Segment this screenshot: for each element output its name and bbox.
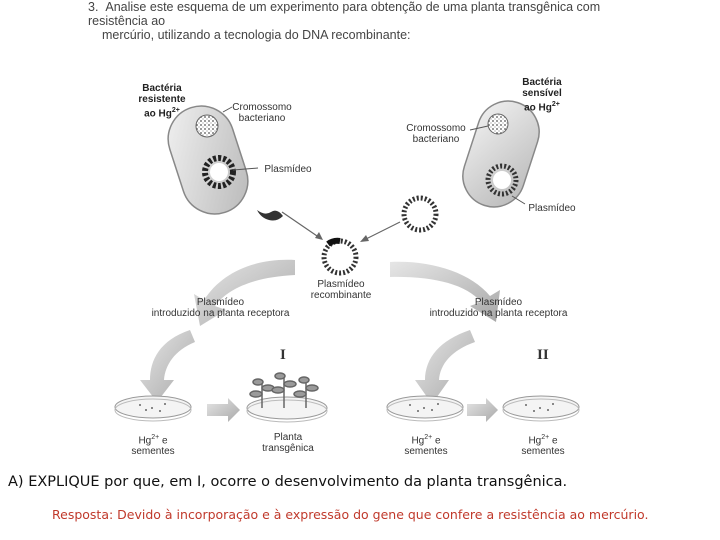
- arrow-to-dish-1: [140, 330, 195, 402]
- petri-dish-1: [114, 395, 192, 422]
- answer-text: Resposta: Devido à incorporação e à expr…: [52, 507, 649, 522]
- question-text: 3. Analise este esquema de um experiment…: [88, 0, 648, 42]
- transgenic-plants: [249, 372, 319, 408]
- petri-dish-2: [246, 396, 328, 423]
- label-dish-3: Hg2+ e sementes: [404, 434, 448, 458]
- item-a-text: EXPLIQUE por que, em I, ocorre o desenvo…: [28, 474, 568, 490]
- label-introduced-right: Plasmídeo introduzido na planta receptor…: [429, 297, 568, 319]
- label-recombinant-plasmid: Plasmídeo recombinante: [310, 279, 372, 301]
- resistant-bacterium: [167, 105, 249, 215]
- label-plasmid-left: Plasmídeo: [264, 164, 312, 175]
- arrow-to-left-plant: [194, 259, 295, 326]
- arrow-to-dish-3: [415, 330, 475, 404]
- label-sensitive-bacterium: Bactéria sensível ao Hg2+: [522, 77, 562, 114]
- roman-numeral-1: I: [280, 347, 286, 363]
- recombinant-plasmid: [321, 237, 359, 276]
- label-introduced-left: Plasmídeo introduzido na planta receptor…: [151, 297, 290, 319]
- question-line-1: Analise este esquema de um experimento p…: [88, 0, 601, 28]
- label-dish-2: Planta transgênica: [262, 432, 314, 454]
- label-chromosome-left: Cromossomo bacteriano: [232, 102, 292, 124]
- question-number: 3.: [88, 0, 99, 14]
- item-a-question: A) EXPLIQUE por que, em I, ocorre o dese…: [8, 474, 567, 490]
- arrow-dish1-to-dish2: [207, 398, 240, 422]
- roman-numeral-2: II: [537, 347, 549, 363]
- transgenic-plant-diagram: [114, 100, 580, 423]
- gene-fragment: [257, 210, 283, 221]
- petri-dish-3: [386, 395, 464, 422]
- item-a-label: A): [8, 474, 24, 490]
- question-line-2: mercúrio, utilizando a tecnologia do DNA…: [102, 28, 411, 42]
- label-plasmid-right: Plasmídeo: [528, 203, 576, 214]
- arrow-to-right-plant: [390, 261, 500, 322]
- label-chromosome-right: Cromossomo bacteriano: [406, 123, 466, 145]
- label-dish-1: Hg2+ e sementes: [131, 434, 175, 458]
- arrow-dish3-to-dish4: [467, 398, 498, 422]
- label-resistant-bacterium: Bactéria resistente ao Hg2+: [138, 83, 186, 120]
- petri-dish-4: [502, 395, 580, 422]
- isolated-plasmid: [401, 195, 439, 233]
- label-dish-4: Hg2+ e sementes: [521, 434, 565, 458]
